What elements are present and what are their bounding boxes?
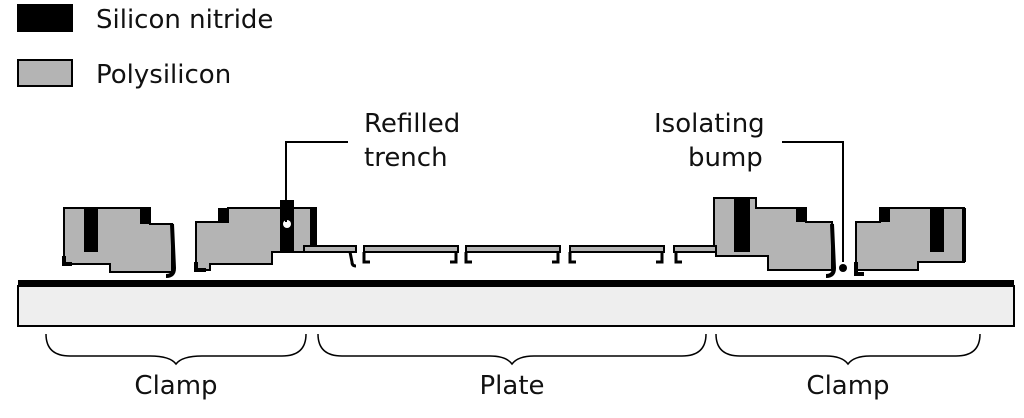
plate-beam-left [303,245,357,253]
region-label-right-clamp: Clamp [806,371,889,401]
plate-segment [363,245,459,253]
legend: Silicon nitride Polysilicon [17,4,273,90]
callout-leader-line [782,141,844,262]
nitride-notch [218,208,228,222]
brace-right-clamp [715,333,981,366]
region-braces [45,333,981,366]
brace-left-clamp [45,333,307,366]
substrate-body [17,285,1015,327]
plate-hook [348,251,357,268]
nitride-strip [734,198,750,252]
callout-leader-line [285,141,348,222]
callout-label-line2: trench [364,143,448,173]
brace-plate [317,333,707,366]
right-clamp-block-b [854,207,966,276]
region-label-left-clamp: Clamp [134,371,217,401]
plate-foot [464,252,472,264]
nitride-hook [165,223,177,278]
nitride-notch [140,208,150,224]
plate-foot [362,252,370,264]
polysilicon-swatch [17,59,73,87]
callout-label-line1: Refilled [364,109,460,139]
plate-beam-right [673,245,717,253]
silicon-nitride-layer [18,280,1014,287]
plate-structure [303,245,717,268]
isolating-bump [839,264,847,272]
plate-foot [674,252,682,264]
legend-label-silicon-nitride: Silicon nitride [96,5,273,35]
left-clamp-block-a [62,207,177,278]
nitride-edge [310,208,316,248]
nitride-strip [84,208,98,252]
callout-refilled-trench: Refilled trench [285,109,460,222]
substrate [17,280,1015,327]
nitride-notch [880,208,890,222]
nitride-foot [194,262,206,272]
plate-foot [568,252,576,264]
plate-hook [450,252,458,264]
plate-hook [552,252,560,264]
callout-label-line2: bump [688,143,763,173]
right-clamp-block-a [713,197,837,278]
nitride-notch [796,208,806,222]
left-clamp-block-b [194,200,317,272]
plate-segment [465,245,561,253]
callout-isolating-bump: Isolating bump [654,109,844,262]
plate-segment [569,245,665,253]
plate-hook [656,252,664,264]
nitride-foot [62,256,72,266]
nitride-hook [825,223,837,278]
callout-label-line1: Isolating [654,109,765,139]
region-label-plate: Plate [479,371,544,401]
legend-label-polysilicon: Polysilicon [96,60,231,90]
nitride-strip [930,208,944,252]
nitride-foot [854,262,864,276]
silicon-nitride-swatch [17,4,73,32]
